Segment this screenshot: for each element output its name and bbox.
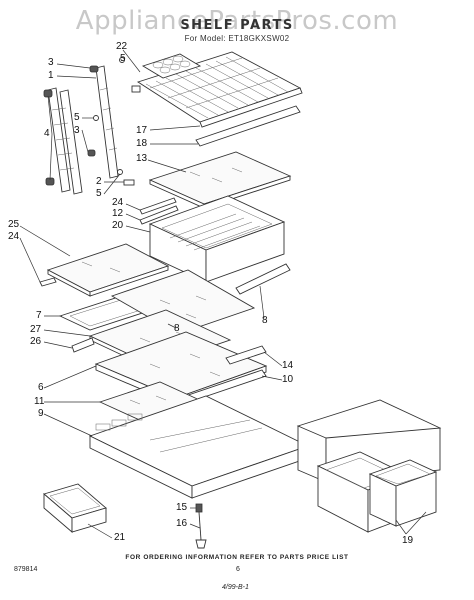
callout-3b: 3 [74,125,80,136]
shelf-trim-18 [195,105,301,147]
watermark: AppliancePartsPros.com [75,6,399,36]
glass-shelf-25 [46,243,170,297]
revision-code: 4/99-B-1 [222,584,249,591]
shelf-frame-12 [139,205,179,225]
leveler-15-16 [195,503,207,549]
drawer-20 [148,195,286,283]
pan-cover-9 [88,395,310,499]
trim-14 [225,345,267,365]
callout-2: 2 [96,176,102,187]
clip-22 [131,85,141,93]
callout-12: 12 [112,208,124,219]
callout-4: 4 [44,128,50,139]
callout-17: 17 [136,125,148,136]
shelf-rail-24 [139,197,177,215]
callout-14: 14 [282,360,294,371]
callout-11: 11 [34,396,45,407]
callout-26: 26 [30,336,42,347]
trim-26 [71,337,95,353]
cap-3b [87,149,96,157]
callout-1: 1 [48,70,54,81]
callout-3a: 3 [48,57,54,68]
shelf-ladder-left [47,87,83,195]
callout-18: 18 [136,138,148,149]
callout-24a: 24 [112,197,124,208]
cap-3a [89,65,99,73]
screw-5c [117,169,123,175]
callout-19: 19 [402,535,414,546]
page-number: 6 [236,566,240,573]
callout-5a: 5 [120,53,126,64]
callout-5c: 5 [96,188,102,199]
callout-9: 9 [38,408,44,419]
egg-tray [141,53,202,79]
document-number: 879814 [14,566,38,573]
bracket-2 [123,179,135,186]
callout-8b: 8 [174,323,180,334]
cap-4-top [43,89,53,98]
screw-5b [93,115,99,121]
callout-25: 25 [8,219,20,230]
ordering-note: FOR ORDERING INFORMATION REFER TO PARTS … [125,554,349,561]
callout-15: 15 [176,502,188,513]
callout-24b: 24 [8,231,20,242]
leader-lines [19,49,427,539]
callout-22: 22 [116,41,128,52]
callout-21: 21 [114,532,126,543]
callout-20: 20 [112,220,124,231]
model-line: For Model: ET18GKXSW02 [184,34,290,43]
dairy-bin-21 [43,483,107,533]
trim-8-right [235,263,291,295]
screw-5a [119,57,125,63]
callout-13: 13 [136,153,148,164]
crisper-drawers-19 [296,399,442,533]
callout-27: 27 [30,324,42,335]
shelf-rail-24b [39,277,57,287]
shelf-ladder-right [95,65,119,179]
callout-8a: 8 [262,315,268,326]
callout-16: 16 [176,518,188,529]
callout-5b: 5 [74,112,80,123]
callout-6: 6 [38,382,44,393]
callout-10: 10 [282,374,294,385]
shelf-trim-17 [199,87,303,128]
diagram-title: SHELF PARTS [180,18,294,33]
callout-7: 7 [36,310,42,321]
